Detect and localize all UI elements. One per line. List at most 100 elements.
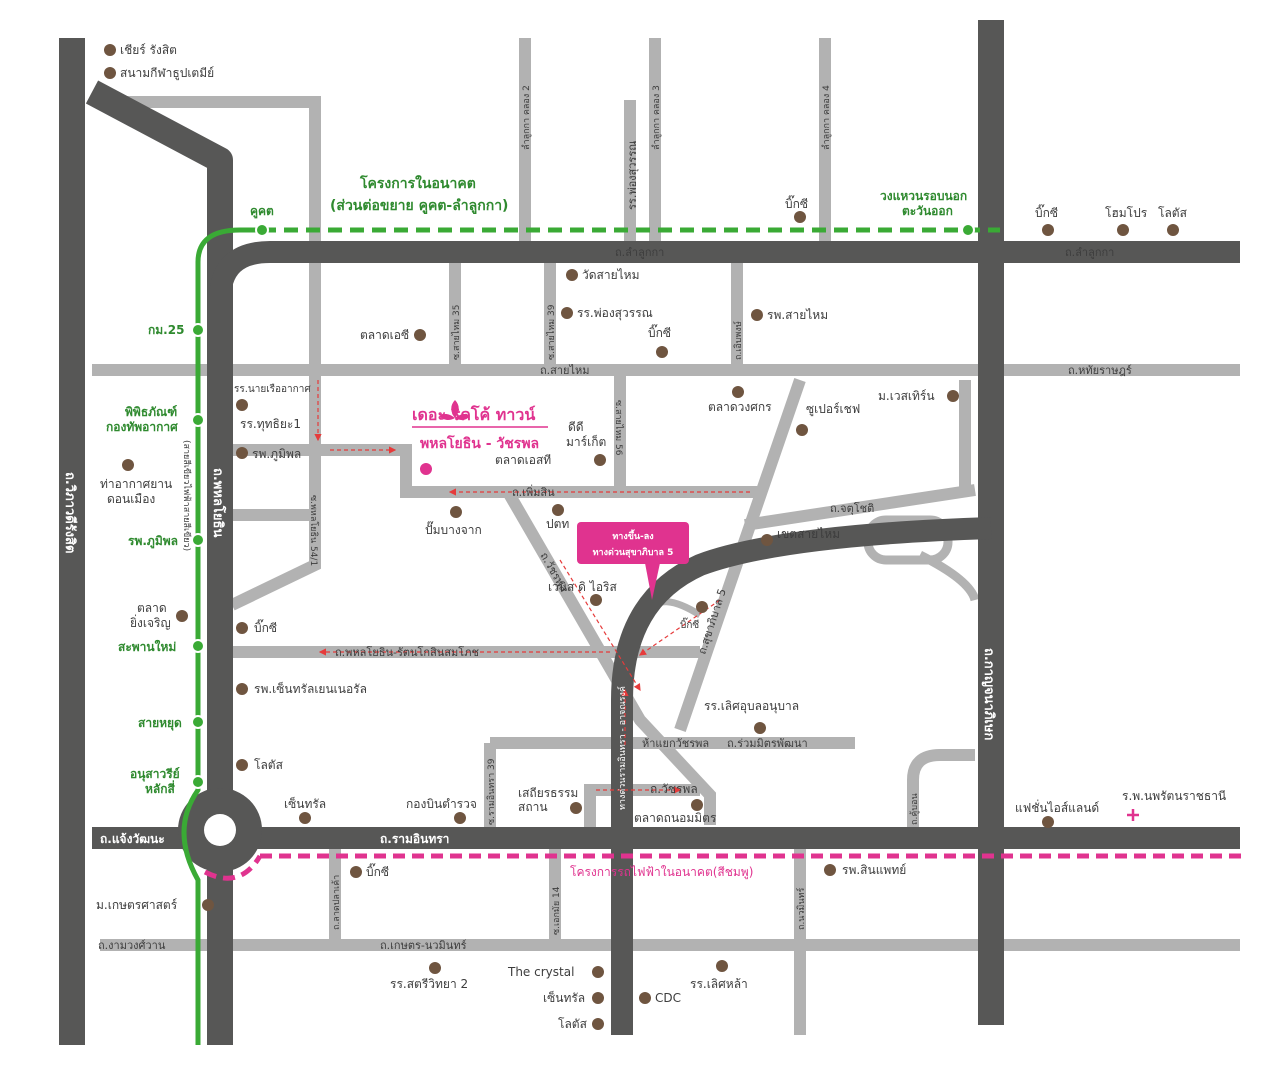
green-line	[181, 227, 1000, 1045]
label-lamlukka4: ลำลูกกา คลอง 4	[821, 85, 832, 150]
future-project-title: โครงการในอนาคต	[359, 174, 476, 192]
svg-text:ดอนเมือง: ดอนเมือง	[107, 492, 155, 506]
label-ram-arjnarong: ทางด่วนรามอินทรา - อาจณรงค์	[616, 686, 628, 810]
svg-text:รพ.เซ็นทรัลเยนเนอรัล: รพ.เซ็นทรัลเยนเนอรัล	[254, 681, 367, 696]
label-chaengwattana: ถ.แจ้งวัฒนะ	[100, 832, 165, 846]
label-ekamai14: ซ.เอกมัย 14	[552, 886, 562, 935]
green-stations	[191, 223, 975, 789]
svg-text:The crystal: The crystal	[507, 965, 574, 979]
poi-dots	[104, 44, 1179, 1030]
svg-text:ดีดี: ดีดี	[568, 420, 584, 434]
svg-text:รร.พ่องสุวรรณ: รร.พ่องสุวรรณ	[577, 306, 653, 321]
label-lamlukka3: ลำลูกกา คลอง 3	[651, 85, 662, 150]
station-label-bhumibol: รพ.ภูมิพล	[128, 534, 178, 549]
label-phahon54-1: ซ.พหลโยธิน 54/1	[308, 495, 319, 566]
svg-text:ตลาดเอซี: ตลาดเอซี	[360, 328, 409, 342]
svg-text:โลตัส: โลตัส	[1158, 206, 1188, 220]
station-label-km25: กม.25	[148, 323, 184, 337]
label-lat-pla-khao: ถ.ลาดปลาเค้า	[331, 875, 342, 930]
green-line-track	[181, 227, 262, 1045]
svg-text:ท่าอากาศยาน: ท่าอากาศยาน	[100, 477, 172, 491]
station-saphanmai	[191, 639, 205, 653]
svg-text:บิ๊กซี: บิ๊กซี	[648, 324, 671, 340]
label-khubon: ถ.คู้บอน	[909, 793, 920, 825]
svg-text:สถาน: สถาน	[518, 800, 548, 814]
station-east-ring	[961, 223, 975, 237]
svg-text:รร.เลิศอุบลอนุบาล: รร.เลิศอุบลอนุบาล	[704, 699, 799, 714]
label-phahonyothin: ถ.พหลโยธิน	[210, 468, 227, 537]
label-ramintra39: ซ.รามอินทรา 39	[486, 758, 497, 825]
station-bhumibol	[191, 533, 205, 547]
svg-text:เสถียรธรรม: เสถียรธรรม	[518, 786, 578, 800]
svg-text:เวนิส ดิ ไอริส: เวนิส ดิ ไอริส	[548, 580, 617, 594]
svg-text:ซูเปอร์เชฟ: ซูเปอร์เชฟ	[806, 402, 860, 417]
svg-text:ถ.วัชรพล: ถ.วัชรพล	[650, 782, 698, 796]
east-ring-label-1: วงแหวนรอบนอก	[880, 189, 967, 203]
svg-text:ตลาดเอสที: ตลาดเอสที	[495, 453, 551, 467]
svg-text:ร.พ.นพรัตนราชธานี: ร.พ.นพรัตนราชธานี	[1122, 789, 1226, 803]
svg-text:รร.นายเรืออากาศ: รร.นายเรืออากาศ	[234, 383, 311, 395]
label-oenphong: ถ.เอิบพงษ์	[732, 321, 744, 360]
label-phongsuwan-vertical: รร.พ่องสุวรรณ	[626, 141, 639, 210]
station-label-museum-1: พิพิธภัณฑ์	[125, 405, 177, 419]
highway-lamlukka	[209, 241, 1240, 1045]
label-ramintra: ถ.รามอินทรา	[380, 832, 449, 846]
svg-text:รร.เลิศหล้า: รร.เลิศหล้า	[690, 977, 748, 991]
label-phermsin: ถ.เพิ่มสิน	[512, 484, 555, 499]
label-kaset-nawamin: ถ.เกษตร-นวมินทร์	[380, 939, 467, 952]
expressway-ramp	[917, 550, 980, 602]
svg-text:เซ็นทรัล: เซ็นทรัล	[543, 990, 585, 1005]
label-watcharapol-junction: ห้าแยกวัชรพล	[642, 737, 709, 750]
pink-line	[203, 853, 1245, 881]
pink-line-curve	[203, 854, 263, 881]
green-line-vertical-label: (สายสีเขียวไฟฟ้าสายสีเขียว)	[181, 440, 192, 551]
station-label-saphanmai: สะพานใหม่	[118, 639, 176, 654]
svg-text:CDC: CDC	[655, 991, 681, 1005]
label-chatuchot: ถ.จตุโชติ	[830, 501, 874, 515]
svg-text:รพ.สินแพทย์: รพ.สินแพทย์	[842, 863, 906, 877]
station-label-khukhot: คูคต	[250, 204, 274, 219]
svg-text:เซ็นทรัล: เซ็นทรัล	[284, 796, 326, 811]
poi-labels: เชียร์ รังสิต สนามกีฬาธูปเตมีย์ บิ๊กซี บ…	[96, 43, 1226, 1031]
svg-text:กองบินตำรวจ: กองบินตำรวจ	[406, 797, 477, 811]
svg-text:บิ๊กซี: บิ๊กซี	[1035, 204, 1058, 220]
road-khubon	[907, 749, 975, 835]
label-saimai: ถ.สายไหม	[540, 364, 590, 377]
svg-text:รพ.สายไหม: รพ.สายไหม	[767, 308, 828, 322]
station-museum	[191, 413, 205, 427]
station-label-museum-2: กองทัพอากาศ	[106, 420, 178, 434]
station-km25	[191, 323, 205, 337]
svg-text:สนามกีฬาธูปเตมีย์: สนามกีฬาธูปเตมีย์	[120, 66, 214, 81]
project-location-marker	[420, 463, 432, 475]
label-lamlukka2: ลำลูกกา คลอง 2	[521, 85, 532, 150]
label-nawamin: ถ.นวมินทร์	[795, 887, 807, 930]
svg-text:ม.เกษตรศาสตร์: ม.เกษตรศาสตร์	[96, 898, 178, 912]
svg-text:ตลาดวงศกร: ตลาดวงศกร	[708, 400, 772, 414]
east-ring-label-2: ตะวันออก	[902, 204, 953, 218]
svg-text:เขตสายไหม: เขตสายไหม	[777, 527, 840, 541]
svg-text:บิ๊กซี: บิ๊กซี	[366, 863, 389, 879]
station-saiyud	[191, 715, 205, 729]
station-label-saiyud: สายหยุด	[138, 716, 182, 731]
project-location: พหลโยธิน - วัชรพล	[420, 434, 539, 452]
hospital-cross-icon	[1127, 809, 1139, 821]
label-hathairat: ถ.หทัยราษฎร์	[1068, 364, 1132, 377]
station-label-monument-2: หลักสี่	[145, 780, 176, 796]
svg-text:บิ๊กซี: บิ๊กซี	[785, 195, 808, 211]
svg-text:ยิ่งเจริญ: ยิ่งเจริญ	[130, 614, 171, 630]
svg-text:ตลาดถนอมมิตร: ตลาดถนอมมิตร	[634, 811, 717, 825]
label-lamlukka-left: ถ.ลำลูกกา	[615, 246, 664, 259]
svg-text:ทางขึ้น-ลง: ทางขึ้น-ลง	[612, 529, 653, 542]
svg-text:บิ๊กซี: บิ๊กซี	[680, 617, 699, 631]
expressway-callout: ทางขึ้น-ลง ทางด่วนสุขาภิบาล 5	[577, 522, 689, 600]
svg-text:เชียร์ รังสิต: เชียร์ รังสิต	[120, 43, 177, 57]
svg-text:บิ๊กซี: บิ๊กซี	[254, 619, 277, 635]
svg-text:ทางด่วนสุขาภิบาล 5: ทางด่วนสุขาภิบาล 5	[593, 547, 674, 558]
label-kanchanaphisek: ถ.กาญจนาภิเษก	[981, 648, 996, 740]
svg-text:รร.ทุทธิยะ1: รร.ทุทธิยะ1	[240, 417, 301, 432]
svg-text:โลตัส: โลตัส	[254, 758, 284, 772]
svg-text:ตลาด: ตลาด	[137, 601, 167, 615]
future-project-subtitle: (ส่วนต่อขยาย คูคต-ลำลูกกา)	[330, 198, 508, 214]
label-saimai35: ซ.สายไหม 35	[451, 305, 462, 361]
